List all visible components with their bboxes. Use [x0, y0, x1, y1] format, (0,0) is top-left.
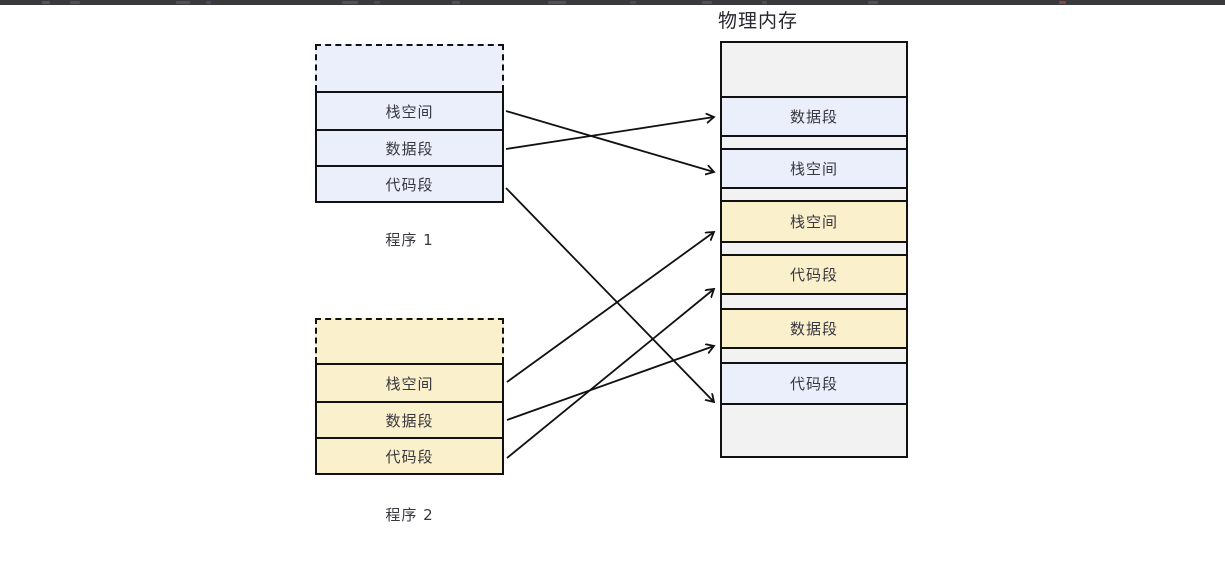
program1-unmapped-region	[315, 44, 504, 91]
memory-cell-gap-2	[722, 187, 906, 200]
memory-cell-program1-code: 代码段	[722, 362, 906, 403]
program1-segment-stack: 栈空间	[317, 93, 502, 129]
toolbar-icon-fragment	[176, 1, 190, 4]
toolbar-icon-fragment	[452, 1, 460, 4]
arrow-program1-data-to-memory	[505, 117, 714, 150]
memory-cell-free-bottom	[722, 403, 906, 456]
clipped-toolbar-edge	[0, 0, 1225, 5]
toolbar-icon-fragment	[342, 1, 358, 4]
memory-cell-program2-code: 代码段	[722, 254, 906, 293]
memory-cell-program2-data: 数据段	[722, 308, 906, 347]
arrow-program1-stack-to-memory	[505, 110, 714, 172]
program2-segment-data: 数据段	[317, 401, 502, 437]
program1-label: 程序 1	[385, 231, 434, 249]
toolbar-icon-fragment	[206, 1, 211, 4]
toolbar-icon-fragment	[762, 1, 767, 4]
arrow-program2-data-to-memory	[506, 346, 714, 421]
program1-box: 栈空间 数据段 代码段	[315, 91, 504, 203]
toolbar-icon-fragment	[630, 1, 636, 4]
memory-cell-program1-data: 数据段	[722, 96, 906, 135]
program2-segment-stack: 栈空间	[317, 365, 502, 401]
memory-cell-gap-1	[722, 135, 906, 148]
toolbar-icon-fragment	[42, 1, 50, 4]
toolbar-icon-fragment	[70, 1, 80, 4]
arrow-program1-code-to-memory	[505, 187, 714, 402]
program1-segment-code: 代码段	[317, 165, 502, 201]
toolbar-icon-fragment	[374, 1, 380, 4]
physical-memory-title: 物理内存	[718, 10, 799, 32]
toolbar-icon-fragment-red	[1059, 1, 1066, 4]
memory-cell-gap-4	[722, 293, 906, 308]
memory-cell-program1-stack: 栈空间	[722, 148, 906, 187]
toolbar-icon-fragment	[548, 1, 566, 4]
program2-segment-code: 代码段	[317, 437, 502, 473]
memory-cell-free-top	[722, 43, 906, 96]
toolbar-icon-fragment	[702, 1, 712, 4]
memory-cell-gap-5	[722, 347, 906, 362]
physical-memory-column: 数据段 栈空间 栈空间 代码段 数据段 代码段	[720, 41, 908, 458]
memory-cell-program2-stack: 栈空间	[722, 200, 906, 241]
memory-cell-gap-3	[722, 241, 906, 254]
program2-unmapped-region	[315, 318, 504, 363]
arrow-program2-stack-to-memory	[506, 232, 714, 383]
program2-label: 程序 2	[385, 506, 434, 524]
program1-segment-data: 数据段	[317, 129, 502, 165]
arrow-program2-code-to-memory	[506, 289, 714, 459]
program2-box: 栈空间 数据段 代码段	[315, 363, 504, 475]
toolbar-icon-fragment	[868, 1, 878, 4]
